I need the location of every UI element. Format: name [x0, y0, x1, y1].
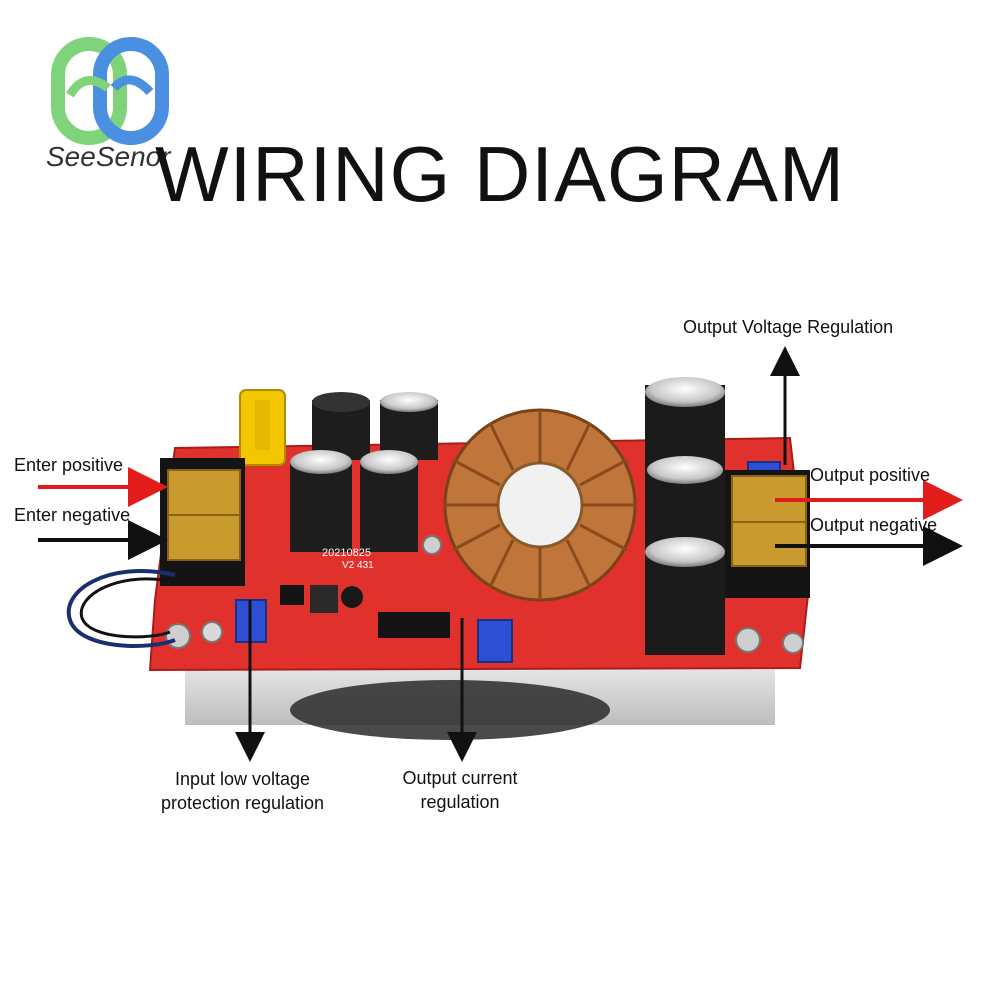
ic-chip: [280, 585, 450, 638]
label-output-current: Output current regulation: [380, 766, 540, 814]
label-enter-negative: Enter negative: [14, 505, 131, 525]
brand-name: SeeSenor: [46, 141, 171, 172]
board-date-code: 20210825: [322, 547, 371, 559]
wire-loop: [66, 569, 176, 648]
page-title: WIRING DIAGRAM: [155, 130, 845, 218]
input-capacitors: [290, 392, 438, 552]
label-output-current-line1: Output current: [402, 768, 518, 788]
label-input-low-voltage-line2: protection regulation: [160, 793, 325, 813]
toroid-inductor: [443, 408, 637, 602]
output-terminal: [725, 470, 810, 598]
input-terminal: [160, 458, 245, 586]
label-input-low-voltage: Input low voltage protection regulation: [140, 767, 345, 815]
label-enter-positive: Enter positive: [14, 455, 124, 475]
output-capacitors: [645, 377, 725, 655]
fuse: [239, 389, 286, 466]
label-output-negative: Output negative: [810, 515, 938, 535]
label-input-low-voltage-line1: Input low voltage: [174, 769, 311, 789]
label-output-current-line2: regulation: [420, 792, 500, 812]
label-output-positive: Output positive: [810, 465, 931, 485]
label-output-voltage-regulation: Output Voltage Regulation: [683, 317, 894, 337]
seesensor-logo-icon: [51, 37, 169, 145]
board-version: V2 431: [342, 560, 374, 571]
